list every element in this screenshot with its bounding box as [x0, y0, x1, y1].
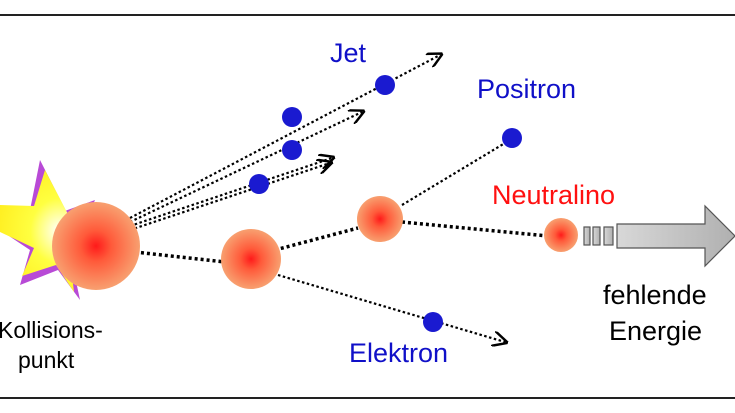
- jet-track-3: [129, 158, 332, 228]
- jet-dot-3: [282, 140, 302, 160]
- jet-track-1: [129, 55, 440, 219]
- fehlende-energie-label-line2: Energie: [609, 316, 702, 346]
- chain-seg-2: [274, 226, 359, 252]
- particle-dots: [249, 75, 522, 332]
- positron-track: [401, 139, 511, 206]
- jet-dot-4: [249, 174, 269, 194]
- kollisionspunkt-label-line1: Kollisions-: [0, 317, 103, 343]
- intermediate-sphere-1: [221, 229, 281, 289]
- kollisionspunkt-label-line2: punkt: [18, 347, 75, 373]
- jet-track-4: [129, 163, 330, 232]
- chain-seg-3: [401, 220, 549, 238]
- chain-seg-1: [134, 250, 226, 264]
- neutralino-label: Neutralino: [492, 180, 615, 210]
- jet-track-2: [129, 112, 362, 223]
- fehlende-energie-label-line1: fehlende: [603, 280, 707, 310]
- jet-label: Jet: [330, 38, 367, 68]
- positron-label: Positron: [477, 74, 576, 104]
- neutralino-sphere: [544, 218, 578, 252]
- jet-dot-2: [282, 107, 302, 127]
- decay-chain: [134, 220, 549, 264]
- lepton-tracks: [277, 139, 511, 342]
- elektron-track: [277, 273, 505, 342]
- elektron-label: Elektron: [349, 338, 448, 368]
- jet-dot-1: [375, 75, 395, 95]
- elektron-dot: [423, 312, 443, 332]
- positron-dot: [502, 128, 522, 148]
- missing-energy-arrow-icon: [583, 204, 735, 268]
- collision-sphere: [52, 202, 140, 290]
- intermediate-sphere-2: [357, 196, 403, 242]
